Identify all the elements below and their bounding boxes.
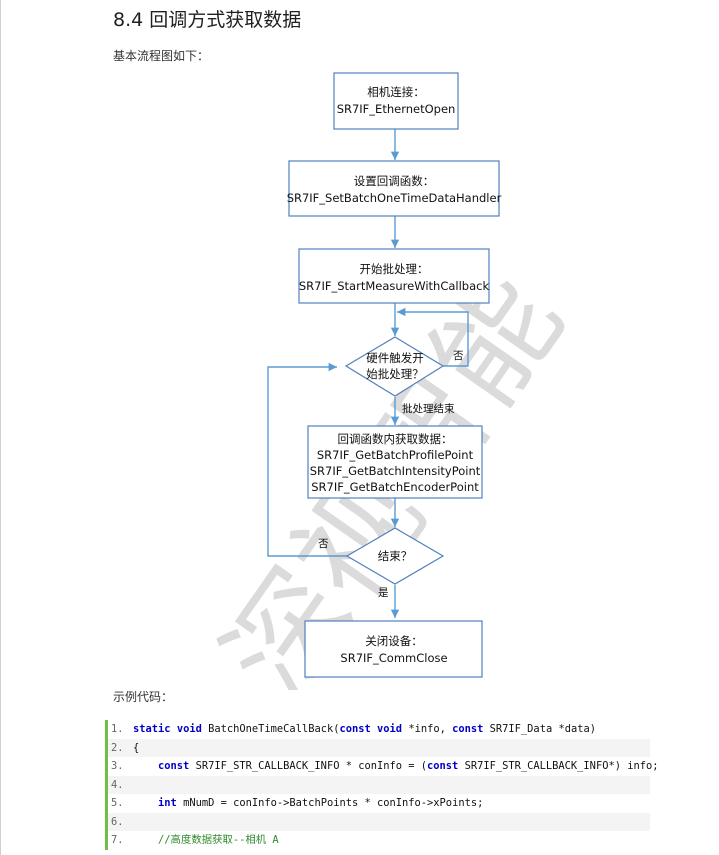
n1-line1: 相机连接：: [367, 85, 425, 99]
node-get-data: [307, 425, 483, 499]
batch-end-label: 批处理结束: [402, 402, 455, 415]
n5-line1: 关闭设备：: [365, 634, 423, 648]
code-text: SR7IF_STR_CALLBACK_INFO * conInfo = (: [189, 760, 428, 772]
code-keyword: void: [176, 723, 202, 735]
edge-d2-no-loop: [267, 362, 347, 557]
code-keyword: int: [158, 797, 177, 809]
n3-line1: 开始批处理：: [360, 262, 429, 276]
line-number: 5.: [111, 797, 124, 809]
d2-text: 结束？: [378, 549, 413, 563]
code-block: 1.static void BatchOneTimeCallBack(const…: [105, 720, 659, 850]
code-text: [133, 797, 158, 809]
n5-line2: SR7IF_CommClose: [340, 651, 447, 665]
line-number: 6.: [111, 815, 124, 828]
n4-line1: 回调函数内获取数据：: [338, 432, 453, 446]
code-text: {: [133, 741, 140, 754]
d2-yes-label: 是: [378, 587, 389, 599]
code-text: [133, 834, 158, 846]
line-number: 3.: [111, 760, 124, 772]
section-heading: 8.4 回调方式获取数据: [113, 9, 302, 31]
code-keyword: const: [452, 723, 484, 735]
code-line: 4.: [105, 775, 650, 794]
code-text: BatchOneTimeCallBack(: [201, 723, 340, 735]
code-text: SR7IF_Data *data): [483, 723, 596, 735]
line-number: 1.: [111, 723, 124, 735]
n2-line1: 设置回调函数：: [354, 174, 435, 188]
example-label: 示例代码：: [113, 690, 174, 704]
code-line: 1.static void BatchOneTimeCallBack(const…: [105, 720, 650, 739]
code-text: *info,: [402, 723, 453, 735]
line-number: 2.: [111, 741, 124, 754]
n4-line3: SR7IF_GetBatchIntensityPoint: [310, 464, 481, 478]
code-text: mNumD = conInfo->BatchPoints * conInfo->…: [176, 797, 484, 809]
code-text: SR7IF_STR_CALLBACK_INFO*) info;: [458, 760, 659, 772]
page-left-rule: [0, 0, 1, 855]
node-close-device: [304, 620, 483, 678]
code-comment: //高度数据获取--相机 A: [158, 834, 279, 846]
code-line: 3. const SR7IF_STR_CALLBACK_INFO * conIn…: [105, 757, 659, 776]
n4-line4: SR7IF_GetBatchEncoderPoint: [311, 480, 479, 494]
code-line: 5. int mNumD = conInfo->BatchPoints * co…: [105, 794, 650, 813]
decision-hw-trigger: [344, 336, 445, 397]
code-keyword: void: [377, 723, 403, 735]
d2-no-label: 否: [318, 538, 329, 550]
edge-d1-no-loop: [397, 307, 469, 367]
n2-line2: SR7IF_SetBatchOneTimeDataHandler: [287, 191, 502, 205]
d1-line2: 始批处理？: [366, 367, 424, 381]
code-keyword: const: [158, 760, 190, 772]
line-number: 7.: [111, 834, 124, 846]
code-keyword: const: [339, 723, 371, 735]
n4-line2: SR7IF_GetBatchProfilePoint: [317, 448, 474, 462]
n3-line2: SR7IF_StartMeasureWithCallback: [299, 279, 490, 293]
code-keyword: static: [133, 723, 171, 735]
node-start-batch: [298, 248, 490, 304]
decision-end: [345, 527, 445, 585]
node-camera-connect: [333, 72, 459, 130]
d1-no-label: 否: [453, 350, 464, 362]
node-set-callback: [288, 160, 500, 217]
n1-line2: SR7IF_EthernetOpen: [337, 102, 456, 116]
code-text: [133, 760, 158, 772]
flowchart: 深视智能 相机连接： SR7IF_EthernetOpen 设置回调函数： SR…: [199, 72, 588, 690]
intro-text: 基本流程图如下：: [113, 49, 210, 63]
code-line: 7. //高度数据获取--相机 A: [105, 831, 650, 850]
code-keyword: const: [427, 760, 459, 772]
code-line: 6.: [105, 812, 650, 831]
d1-line1: 硬件触发开: [366, 351, 424, 365]
code-line: 2. {: [105, 738, 650, 757]
line-number: 4.: [111, 778, 124, 791]
